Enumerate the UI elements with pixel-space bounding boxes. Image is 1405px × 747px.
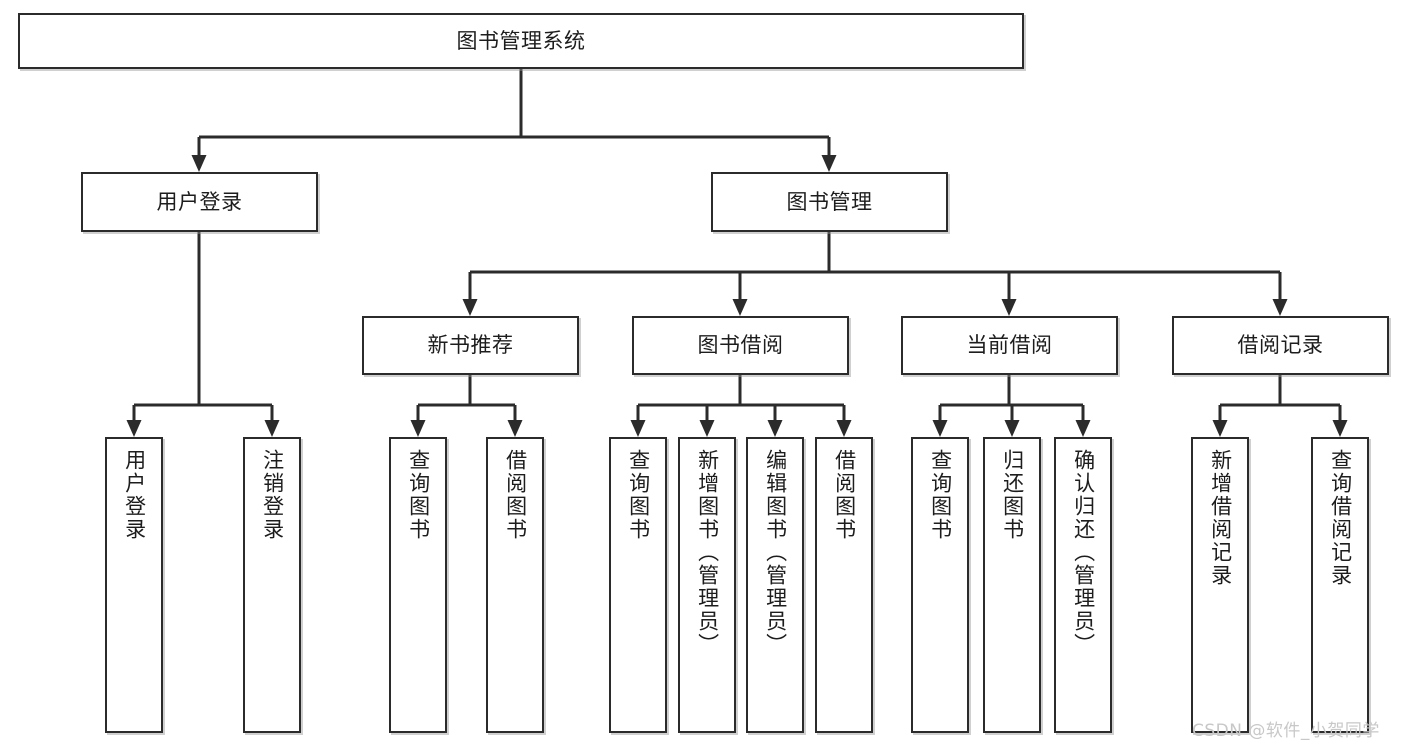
group-2-leaf-2-arrowhead	[1075, 420, 1091, 437]
leaf-node-8[interactable]: 查询图书	[911, 437, 969, 733]
group-1-leaf-2-arrowhead	[767, 420, 783, 437]
node-label: 借阅图书	[832, 449, 857, 541]
level2-node-1[interactable]: 图书管理	[711, 172, 948, 232]
leaf-node-11[interactable]: 新增借阅记录	[1191, 437, 1249, 733]
leaf-node-2[interactable]: 查询图书	[389, 437, 447, 733]
node-label: 查询图书	[626, 449, 651, 541]
leaf-node-7[interactable]: 借阅图书	[815, 437, 873, 733]
group-2-leaf-1-arrowhead	[1004, 420, 1020, 437]
node-label: 图书管理	[786, 189, 873, 214]
node-label: 编辑图书（管理员）	[763, 449, 788, 656]
node-label: 借阅记录	[1237, 333, 1324, 358]
node-label: 借阅图书	[503, 449, 528, 541]
group-1-leaf-1-arrowhead	[699, 420, 715, 437]
node-label: 新增图书（管理员）	[695, 449, 720, 656]
node-label: 确认归还（管理员）	[1071, 449, 1096, 656]
leaf-node-4[interactable]: 查询图书	[609, 437, 667, 733]
leaf-node-12[interactable]: 查询借阅记录	[1311, 437, 1369, 733]
node-label: 图书管理系统	[456, 28, 586, 53]
root-branch-0-arrowhead	[191, 155, 207, 172]
node-label: 注销登录	[260, 449, 285, 541]
group-1-leaf-0-arrowhead	[630, 420, 646, 437]
login-leaf-0-arrowhead	[126, 420, 142, 437]
node-label: 用户登录	[122, 449, 147, 541]
group-1-leaf-3-arrowhead	[836, 420, 852, 437]
leaf-node-1[interactable]: 注销登录	[243, 437, 301, 733]
node-label: 当前借阅	[966, 333, 1053, 358]
node-label: 查询图书	[406, 449, 431, 541]
root-node[interactable]: 图书管理系统	[18, 13, 1024, 69]
group-3-leaf-1-arrowhead	[1332, 420, 1348, 437]
level3-node-0[interactable]: 新书推荐	[362, 316, 579, 375]
level3-node-3[interactable]: 借阅记录	[1172, 316, 1389, 375]
node-label: 新书推荐	[427, 333, 514, 358]
node-label: 查询图书	[928, 449, 953, 541]
root-branch-1-arrowhead	[821, 155, 837, 172]
group-3-leaf-0-arrowhead	[1212, 420, 1228, 437]
node-label: 图书借阅	[697, 333, 784, 358]
leaf-node-0[interactable]: 用户登录	[105, 437, 163, 733]
level3-node-1[interactable]: 图书借阅	[632, 316, 849, 375]
leaf-node-5[interactable]: 新增图书（管理员）	[678, 437, 736, 733]
books-branch-1-arrowhead	[732, 299, 748, 316]
group-2-leaf-0-arrowhead	[932, 420, 948, 437]
login-leaf-1-arrowhead	[264, 420, 280, 437]
node-label: 用户登录	[156, 189, 243, 214]
leaf-node-3[interactable]: 借阅图书	[486, 437, 544, 733]
node-label: 查询借阅记录	[1328, 449, 1353, 587]
books-branch-2-arrowhead	[1001, 299, 1017, 316]
leaf-node-9[interactable]: 归还图书	[983, 437, 1041, 733]
books-branch-3-arrowhead	[1272, 299, 1288, 316]
leaf-node-6[interactable]: 编辑图书（管理员）	[746, 437, 804, 733]
level2-node-0[interactable]: 用户登录	[81, 172, 318, 232]
books-branch-0-arrowhead	[462, 299, 478, 316]
level3-node-2[interactable]: 当前借阅	[901, 316, 1118, 375]
node-label: 归还图书	[1000, 449, 1025, 541]
group-0-leaf-1-arrowhead	[507, 420, 523, 437]
node-label: 新增借阅记录	[1208, 449, 1233, 587]
leaf-node-10[interactable]: 确认归还（管理员）	[1054, 437, 1112, 733]
group-0-leaf-0-arrowhead	[410, 420, 426, 437]
